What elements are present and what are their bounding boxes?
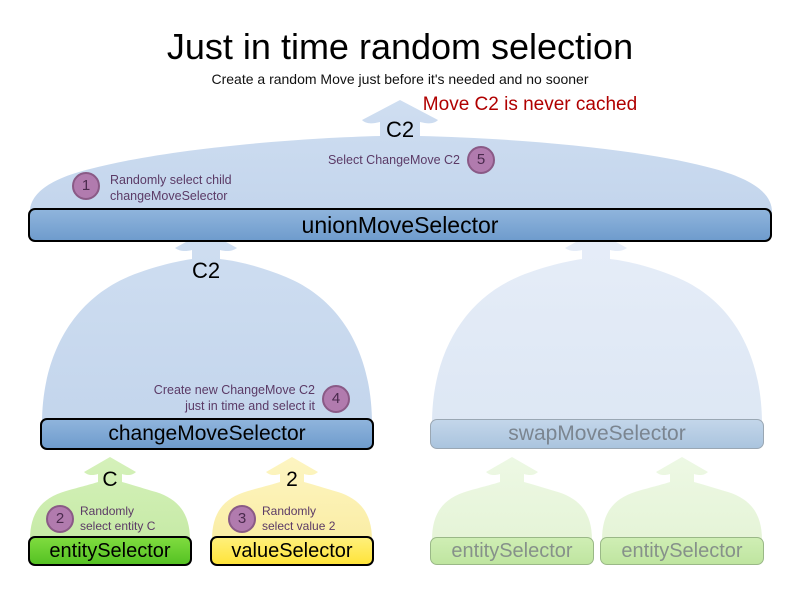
step-4-line-1: Create new ChangeMove C2 bbox=[153, 383, 315, 397]
step-5-annotation: Select ChangeMove C2 bbox=[250, 152, 460, 168]
arrow-swapmoveselector-output bbox=[432, 231, 762, 426]
flow-label-union-output: C2 bbox=[385, 117, 415, 142]
cache-note: Move C2 is never cached bbox=[422, 94, 638, 115]
swap-move-selector-box[interactable]: swapMoveSelector bbox=[430, 419, 764, 449]
union-move-selector-box[interactable]: unionMoveSelector bbox=[28, 208, 772, 242]
step-2-line-1: Randomly bbox=[80, 504, 135, 518]
swap-entity-selector-left-box[interactable]: entitySelector bbox=[430, 537, 594, 565]
step-1-line-2: changeMoveSelector bbox=[110, 189, 228, 203]
step-2-line-2: select entity C bbox=[80, 519, 156, 534]
arrow-swap-entityselector-right-output bbox=[602, 457, 762, 542]
step-badge-3: 3 bbox=[228, 505, 256, 533]
change-move-selector-box[interactable]: changeMoveSelector bbox=[40, 418, 374, 450]
step-3-annotation: Randomly select value 2 bbox=[262, 504, 335, 535]
step-3-line-2: select value 2 bbox=[262, 519, 336, 534]
step-badge-2: 2 bbox=[46, 505, 74, 533]
swap-entity-selector-right-box[interactable]: entitySelector bbox=[600, 537, 764, 565]
step-5-line-1: Select ChangeMove C2 bbox=[327, 153, 460, 167]
step-3-line-1: Randomly bbox=[262, 504, 317, 518]
entity-selector-box[interactable]: entitySelector bbox=[28, 536, 192, 566]
step-1-line-1: Randomly select child bbox=[110, 173, 232, 187]
value-selector-box[interactable]: valueSelector bbox=[210, 536, 374, 566]
step-4-line-2: just in time and select it bbox=[185, 399, 315, 413]
step-4-annotation: Create new ChangeMove C2 just in time an… bbox=[110, 382, 315, 414]
page-subtitle: Create a random Move just before it's ne… bbox=[211, 71, 589, 87]
step-badge-5: 5 bbox=[467, 146, 495, 174]
step-1-annotation: Randomly select child changeMoveSelector bbox=[110, 172, 232, 204]
arrow-changemoveselector-output bbox=[42, 231, 372, 426]
step-badge-4: 4 bbox=[322, 385, 350, 413]
flow-label-entity-output: C bbox=[102, 468, 118, 491]
arrow-swap-entityselector-left-output bbox=[432, 457, 592, 542]
flow-label-change-output: C2 bbox=[191, 258, 221, 283]
step-badge-1: 1 bbox=[72, 172, 100, 200]
arrow-union-output bbox=[30, 100, 772, 214]
flow-label-value-output: 2 bbox=[286, 468, 298, 491]
step-2-annotation: Randomly select entity C bbox=[80, 504, 155, 535]
page-title: Just in time random selection bbox=[166, 26, 634, 67]
